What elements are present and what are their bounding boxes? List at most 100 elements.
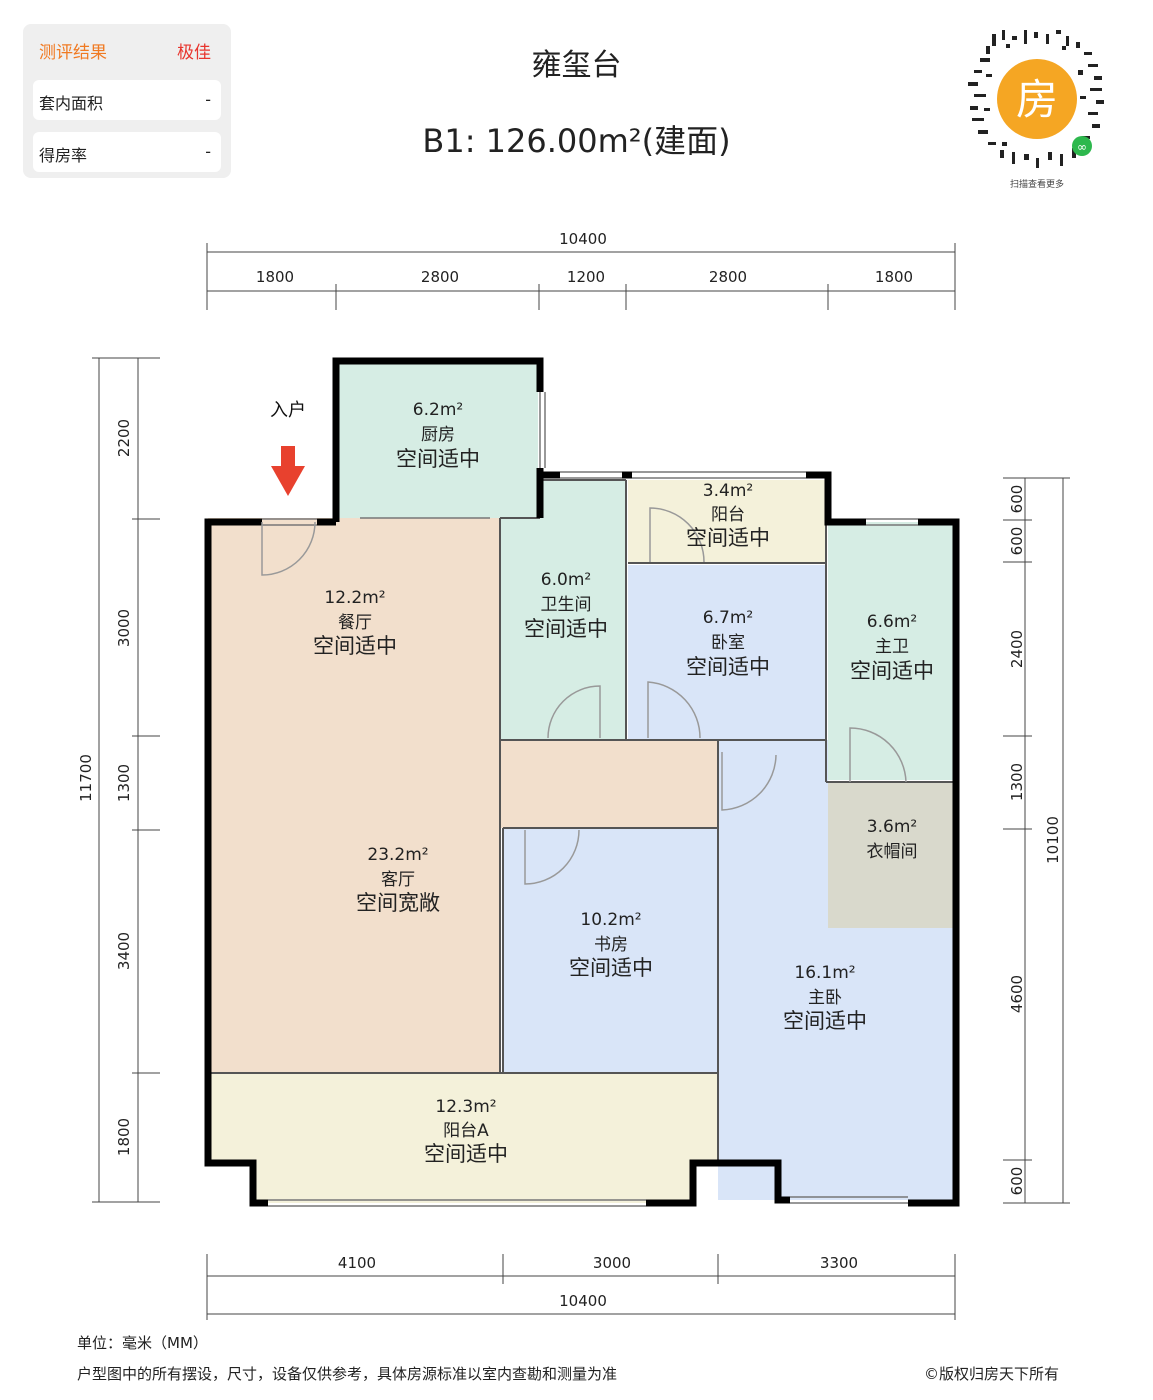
balcony-small-fill xyxy=(628,480,826,562)
bath-name: 卫生间 xyxy=(541,595,592,615)
balcony-a-lower-fill xyxy=(253,1163,693,1203)
dim-right-4: 1300 xyxy=(1008,763,1026,801)
qr-caption: 扫描查看更多 xyxy=(1009,180,1064,190)
doors xyxy=(261,507,907,885)
living-rating: 空间宽敞 xyxy=(356,891,440,915)
qr-center-badge xyxy=(997,59,1077,139)
bedroom-fill xyxy=(628,565,826,740)
dim-bottom-1: 4100 xyxy=(338,1254,376,1272)
dim-right-total: 10100 xyxy=(1044,816,1062,864)
bedroom-area: 6.7m² xyxy=(703,608,753,628)
dim-bottom-total: 10400 xyxy=(559,1292,607,1310)
master-bed-area: 16.1m² xyxy=(794,963,855,983)
evaluation-header: 测评结果 极佳 xyxy=(39,38,215,63)
dimension-labels: 10400 1800 2800 1200 2800 1800 4100 3000… xyxy=(77,230,1062,1310)
closet-fill xyxy=(828,782,953,928)
room-fills xyxy=(208,361,953,1203)
dining-area: 12.2m² xyxy=(324,588,385,608)
study-rating: 空间适中 xyxy=(569,956,653,980)
bedroom-name: 卧室 xyxy=(711,633,745,653)
room-dining: 12.2m² 餐厅 空间适中 xyxy=(313,588,397,658)
master-bath-rating: 空间适中 xyxy=(850,659,934,683)
dim-right-6: 600 xyxy=(1008,1167,1026,1196)
closet-area: 3.6m² xyxy=(867,817,917,837)
master-bath-area: 6.6m² xyxy=(867,612,917,632)
unit-subtitle: B1: 126.00m²(建面) xyxy=(422,122,731,160)
study-fill xyxy=(503,828,718,1073)
efficiency-row: 得房率 - xyxy=(33,132,221,172)
efficiency-value: - xyxy=(205,142,211,161)
dim-top-4: 2800 xyxy=(709,268,747,286)
room-study: 10.2m² 书房 空间适中 xyxy=(569,910,653,980)
disclaimer: 户型图中的所有摆设，尺寸，设备仅供参考，具体房源标准以室内查勘和测量为准 xyxy=(77,1365,618,1383)
room-master-bath: 6.6m² 主卫 空间适中 xyxy=(850,612,934,683)
bath-fill xyxy=(500,480,625,740)
dimension-lines xyxy=(92,243,1070,1320)
room-kitchen: 6.2m² 厨房 空间适中 xyxy=(396,400,480,471)
entrance-arrow-icon xyxy=(271,446,305,496)
dim-left-2: 3000 xyxy=(115,609,133,647)
dim-top-1: 1800 xyxy=(256,268,294,286)
page-title: 雍玺台 xyxy=(531,48,622,83)
dining-fill xyxy=(208,518,500,1073)
balcony-a-rating: 空间适中 xyxy=(424,1142,508,1166)
unit-note: 单位：毫米（MM） xyxy=(77,1334,208,1352)
closet-name: 衣帽间 xyxy=(867,842,918,862)
living-area: 23.2m² xyxy=(367,845,428,865)
master-bed-hall-fill xyxy=(718,740,828,782)
copyright: ©版权归房天下所有 xyxy=(923,1365,1059,1383)
room-balcony-small: 3.4m² 阳台 空间适中 xyxy=(686,481,770,550)
qr-pattern xyxy=(968,30,1104,168)
inner-area-label: 套内面积 xyxy=(39,94,104,113)
room-master-bed: 16.1m² 主卧 空间适中 xyxy=(783,963,867,1033)
room-balcony-a: 12.3m² 阳台A 空间适中 xyxy=(424,1097,508,1166)
dim-right-2: 600 xyxy=(1008,527,1026,556)
dim-top-5: 1800 xyxy=(875,268,913,286)
qr-center-char: 房 xyxy=(1016,75,1058,124)
balcony-a-name: 阳台A xyxy=(443,1121,489,1141)
dim-left-1: 2200 xyxy=(115,419,133,457)
study-name: 书房 xyxy=(594,935,628,955)
efficiency-label: 得房率 xyxy=(39,146,88,165)
dim-right-3: 2400 xyxy=(1008,630,1026,668)
room-bath: 6.0m² 卫生间 空间适中 xyxy=(524,570,608,641)
evaluation-value: 极佳 xyxy=(177,43,211,63)
room-closet: 3.6m² 衣帽间 xyxy=(867,817,918,862)
balcony-small-rating: 空间适中 xyxy=(686,526,770,550)
dim-right-1: 600 xyxy=(1008,485,1026,514)
dining-name: 餐厅 xyxy=(338,613,372,633)
balcony-small-area: 3.4m² xyxy=(703,481,753,501)
balcony-small-name: 阳台 xyxy=(711,505,745,525)
dim-top-total: 10400 xyxy=(559,230,607,248)
dim-left-4: 3400 xyxy=(115,932,133,970)
inner-area-row: 套内面积 - xyxy=(33,80,221,120)
dim-top-3: 1200 xyxy=(567,268,605,286)
master-bed-name: 主卧 xyxy=(808,988,842,1008)
evaluation-label: 测评结果 xyxy=(39,43,107,63)
master-bath-name: 主卫 xyxy=(875,637,909,657)
balcony-a-fill xyxy=(208,1073,718,1163)
entrance-label: 入户 xyxy=(270,400,306,421)
master-bed-upper-fill xyxy=(718,782,828,928)
link-glyph: ∞ xyxy=(1077,140,1087,154)
bath-area: 6.0m² xyxy=(541,570,591,590)
dim-left-5: 1800 xyxy=(115,1118,133,1156)
master-bed-rating: 空间适中 xyxy=(783,1009,867,1033)
kitchen-rating: 空间适中 xyxy=(396,447,480,471)
master-bath-fill xyxy=(828,522,953,780)
study-area: 10.2m² xyxy=(580,910,641,930)
dim-top-2: 2800 xyxy=(421,268,459,286)
living-corridor-fill xyxy=(500,740,718,828)
evaluation-card: 测评结果 极佳 套内面积 - 得房率 - xyxy=(23,24,231,178)
living-name: 客厅 xyxy=(381,870,415,890)
windows xyxy=(262,392,918,1207)
master-bed-fill xyxy=(718,928,953,1200)
inner-area-value: - xyxy=(205,90,211,109)
kitchen-area: 6.2m² xyxy=(413,400,463,420)
dim-left-3: 1300 xyxy=(115,764,133,802)
wechat-link-icon xyxy=(1072,136,1092,156)
dim-left-total: 11700 xyxy=(77,754,95,802)
dim-right-5: 4600 xyxy=(1008,975,1026,1013)
qr-code[interactable]: 房 ∞ xyxy=(962,24,1112,174)
balcony-a-area: 12.3m² xyxy=(435,1097,496,1117)
